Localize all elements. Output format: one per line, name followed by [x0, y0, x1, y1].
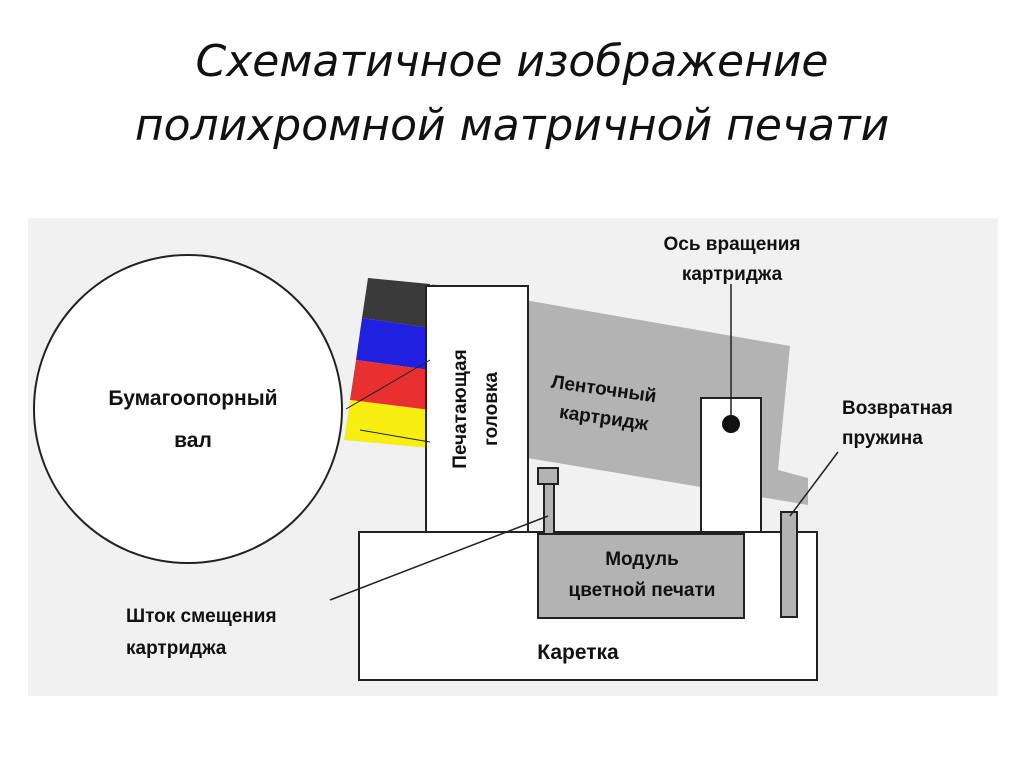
return-spring: [780, 511, 798, 618]
color-module-label-line2: цветной печати: [569, 580, 716, 601]
shift-rod-cap: [537, 467, 559, 485]
color-printing-module: [537, 533, 745, 619]
return-spring-label-line2: пружина: [842, 428, 923, 449]
platen-label-line2: вал: [174, 429, 212, 452]
shift-rod-label-line2: картриджа: [126, 638, 227, 659]
ribbon-band-red: [350, 360, 430, 410]
platen-label-line1: Бумагоопорный: [108, 387, 277, 410]
shift-rod-leader: [329, 515, 549, 601]
return-spring-leader: [789, 451, 839, 517]
shift-rod-label-line1: Шток смещения: [126, 606, 277, 627]
print-head-label-line2: головка: [481, 372, 502, 446]
ribbon-band-yellow: [344, 400, 430, 448]
rotation-axis-label-line2: картриджа: [682, 264, 783, 285]
ribbon-guide-line: [345, 359, 431, 410]
platen-roller: [33, 254, 343, 564]
ribbon-band-black: [362, 278, 430, 328]
slide-title-line1: Схематичное изображение: [195, 36, 829, 87]
carriage-label: Каретка: [537, 641, 619, 664]
print-head: [425, 285, 529, 533]
rotation-axis-label-line1: Ось вращения: [664, 234, 801, 255]
ribbon-color-bands: [344, 278, 430, 448]
return-spring-label-line1: Возвратная: [842, 398, 953, 419]
ribbon-guide-line-lower: [359, 429, 431, 443]
ribbon-band-blue: [356, 318, 430, 370]
color-module-label-line1: Модуль: [605, 549, 679, 570]
slide-title: Схематичное изображение полихромной матр…: [0, 30, 1024, 158]
shift-rod: [543, 483, 555, 535]
print-head-label-line1: Печатающая: [450, 349, 471, 468]
rotation-axis-pivot: [722, 415, 740, 433]
slide-title-line2: полихромной матричной печати: [134, 100, 890, 151]
